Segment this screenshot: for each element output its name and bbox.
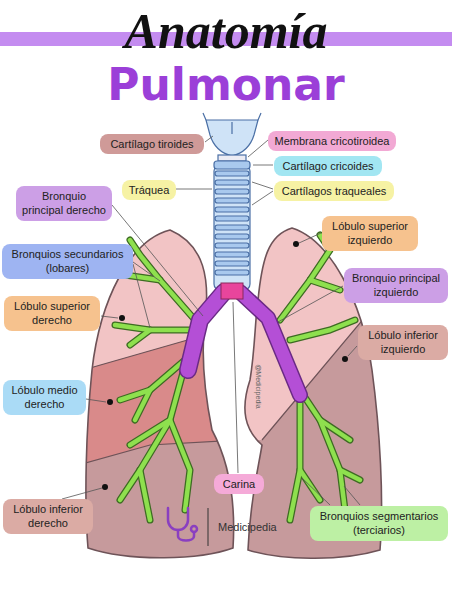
callout-text: Membrana cricotiroidea [273, 134, 391, 148]
trachea [203, 113, 261, 290]
callout-text: Bronquio principal derecho [21, 189, 107, 218]
callout-box: Tráquea [122, 180, 176, 200]
callout-text: Bronquios secundarios (lobares) [7, 247, 128, 276]
callout-text: Cartílago cricoides [279, 159, 377, 173]
callout-text: Bronquio principal izquierdo [349, 271, 443, 300]
callout-text: Cartílago tiroides [105, 137, 199, 151]
title: Anatomía Pulmonar [66, 4, 386, 112]
callout-text: Lóbulo superior derecho [9, 299, 95, 328]
callout-text: Lóbulo inferior derecho [8, 502, 88, 531]
callout-box: Lóbulo inferior derecho [3, 499, 93, 534]
bronchial-tree [115, 235, 360, 520]
callout-text: Lóbulo superior izquierdo [327, 219, 413, 248]
callout-text: Lóbulo inferior izquierdo [363, 328, 443, 357]
callout-box: Membrana cricotiroidea [268, 131, 396, 151]
callout-text: Bronquios segmentarios (terciarios) [315, 509, 443, 538]
callout-box: Lóbulo superior derecho [4, 296, 100, 331]
watermark: @Medicipedia [255, 364, 262, 408]
callout-text: Carina [219, 477, 259, 491]
logo-divider [208, 508, 209, 546]
callout-text: Tráquea [127, 183, 171, 197]
callout-box: Cartílago cricoides [274, 156, 382, 176]
callout-box: Cartílago tiroides [100, 134, 204, 154]
logo-text: Medicipedia [218, 521, 277, 533]
carina [221, 283, 243, 299]
callout-box: Lóbulo medio derecho [3, 380, 86, 415]
lung-outline [86, 230, 234, 558]
callout-box: Lóbulo superior izquierdo [322, 216, 418, 251]
callout-text: Cartílagos traqueales [279, 184, 389, 198]
callout-box: Carina [214, 474, 264, 494]
lobe-dot [102, 241, 348, 490]
callout-box: Cartílagos traqueales [274, 181, 394, 201]
stethoscope-icon [168, 508, 197, 541]
callout-box: Bronquios secundarios (lobares) [2, 244, 133, 279]
callout-box: Bronquio principal derecho [16, 186, 112, 221]
callout-text: Lóbulo medio derecho [8, 383, 81, 412]
callout-box: Bronquio principal izquierdo [344, 268, 448, 303]
callout-box: Bronquios segmentarios (terciarios) [310, 506, 448, 541]
callout-box: Lóbulo inferior izquierdo [358, 325, 448, 360]
